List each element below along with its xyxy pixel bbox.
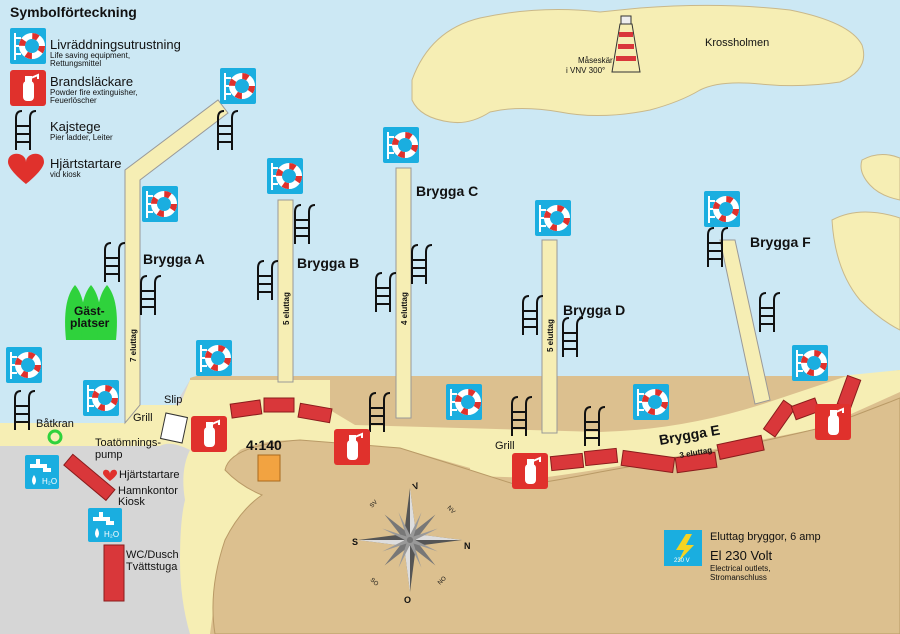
pier-d [541, 239, 558, 434]
pier-c-label: Brygga C [416, 183, 478, 199]
wc-label-2: Tvättstuga [126, 561, 178, 573]
lifebuoy-icon [792, 345, 828, 381]
pier-b [277, 199, 294, 383]
depth-marker-square [257, 454, 281, 482]
pier-f-label: Brygga F [750, 234, 811, 250]
pier-b-outlets: 5 eluttag [282, 292, 291, 325]
electric-line-2: El 230 Volt [710, 548, 773, 563]
volt-badge: 230 V [674, 558, 690, 564]
fire-extinguisher-icon [190, 415, 228, 453]
legend-fire-label: Brandsläckare [50, 74, 133, 89]
krossholmen-label: Krossholmen [705, 37, 769, 49]
compass-nv: NV [446, 505, 456, 515]
compass-o: O [404, 595, 411, 605]
legend-defib-label: Hjärtstartare [50, 156, 122, 171]
compass-sv: SV [369, 500, 379, 510]
h2o-label: H₂O [104, 530, 119, 539]
lifebuoy-icon [142, 186, 178, 222]
heart-icon [8, 153, 44, 184]
east-island [831, 211, 900, 331]
guest-label-2: platser [70, 316, 110, 330]
krossholmen-island [411, 4, 865, 123]
lifebuoy-icon [383, 127, 419, 163]
boat-crane-icon [47, 429, 63, 445]
hamnkontor-label-1: Hamnkontor [118, 485, 178, 497]
compass-n: N [464, 541, 471, 551]
legend-life-sub2: Rettungsmittel [50, 59, 101, 68]
toa-label-2: pump [95, 449, 123, 461]
grill-shelter [159, 412, 189, 444]
lifebuoy-icon [6, 347, 42, 383]
compass-so: SO [369, 577, 380, 588]
electric-line-4: Stromanschluss [710, 573, 767, 582]
legend-fire-sub2: Feuerlöscher [50, 96, 97, 105]
electric-line-3: Electrical outlets, [710, 564, 770, 573]
masskar-label-1: Måseskär [578, 56, 613, 65]
lifebuoy-icon [10, 28, 46, 64]
legend-life-label: Livräddningsutrustning [50, 37, 181, 52]
guest-label-1: Gäst- [74, 304, 105, 318]
lifebuoy-icon [704, 191, 740, 227]
fire-extinguisher-icon [333, 428, 371, 466]
pier-c-outlets: 4 eluttag [400, 292, 409, 325]
slip-label: Slip [164, 394, 182, 406]
pier-b-label: Brygga B [297, 255, 359, 271]
fire-extinguisher-icon [511, 452, 549, 490]
wc-label-1: WC/Dusch [126, 549, 179, 561]
lifebuoy-icon [220, 68, 256, 104]
batkran-label: Båtkran [36, 418, 74, 430]
hamnkontor-label-2: Kiosk [118, 496, 145, 508]
compass-s: S [352, 537, 358, 547]
fire-extinguisher-icon [9, 69, 47, 107]
lifebuoy-icon [535, 200, 571, 236]
hjartstartare-label: Hjärtstartare [119, 469, 180, 481]
pier-a-outlets: 7 eluttag [129, 329, 138, 362]
lifebuoy-icon [196, 340, 232, 376]
masskar-label-2: i VNV 300° [566, 66, 605, 75]
grill2-label: Grill [495, 440, 515, 452]
legend-ladder-label: Kajstege [50, 119, 101, 134]
legend-title: Symbolförteckning [10, 4, 137, 20]
small-island [860, 154, 900, 201]
compass-no: NO [437, 576, 448, 587]
lifebuoy-icon [633, 384, 669, 420]
h2o-label: H₂O [42, 477, 57, 486]
compass-rose [358, 488, 462, 592]
electric-outlet-icon [664, 530, 702, 566]
legend-defib-sub1: vid kiosk [50, 170, 82, 179]
pier-f [719, 239, 771, 405]
depth-label: 4:140 [246, 437, 282, 453]
pier-d-label: Brygga D [563, 302, 625, 318]
grill-label: Grill [133, 412, 153, 424]
pier-c [395, 167, 412, 419]
fire-extinguisher-icon [814, 403, 852, 441]
guest-berths-icon [65, 285, 117, 340]
heart-icon [103, 469, 117, 481]
legend: Symbolförteckning Livräddningsutrustning… [8, 4, 181, 184]
lifebuoy-icon [446, 384, 482, 420]
pier-a-label: Brygga A [143, 251, 205, 267]
lighthouse-icon [611, 15, 641, 73]
legend-fire-sub1: Powder fire extinguisher, [50, 88, 138, 97]
compass-v: V [411, 480, 420, 491]
lifebuoy-icon [83, 380, 119, 416]
toa-label-1: Toatömnings- [95, 437, 161, 449]
legend-ladder-sub1: Pier ladder, Leiter [50, 133, 113, 142]
moored-boats [63, 374, 862, 602]
lifebuoy-icon [267, 158, 303, 194]
pier-d-outlets: 5 eluttag [546, 319, 555, 352]
electric-line-1: Eluttag bryggor, 6 amp [710, 531, 821, 543]
pier-a [124, 99, 229, 425]
legend-life-sub1: Life saving equipment, [50, 51, 130, 60]
